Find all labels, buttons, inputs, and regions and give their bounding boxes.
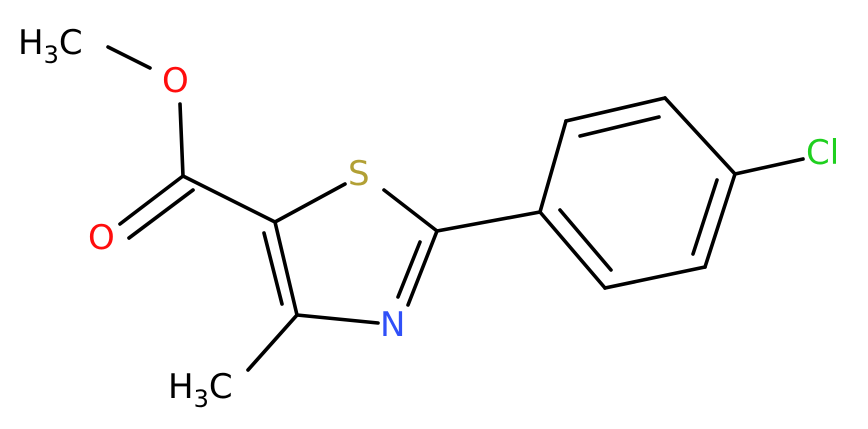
bond-benzene-6 <box>538 210 607 290</box>
bond-benzene-3 <box>663 96 737 176</box>
methyl-bottom-label: H3C <box>168 367 233 413</box>
bond-carbonyl-double-a <box>118 174 185 226</box>
bond-c4-c5-a <box>273 220 299 317</box>
bond-benzene-4 <box>703 172 737 269</box>
atom-labels: H3C O O S N Cl H3C <box>18 23 839 413</box>
chlorine-label: Cl <box>806 133 839 173</box>
bond-benzene-inner-2 <box>691 178 719 256</box>
bond-methyl-ester-o <box>106 45 152 70</box>
bond-ester-o-carbonyl-c <box>178 102 185 178</box>
bond-c5-s <box>273 182 347 224</box>
bond-n-c4 <box>295 313 380 325</box>
bond-phenyl-cl <box>733 157 805 176</box>
bond-c4-c5-b <box>262 231 284 306</box>
bond-c2-n-a <box>406 229 439 307</box>
methyl-top-label: H3C <box>18 23 83 69</box>
sulfur-label: S <box>348 154 370 194</box>
bond-benzene-2 <box>564 96 667 123</box>
bond-benzene-inner-3 <box>558 208 613 272</box>
bond-benzene-1 <box>538 119 568 214</box>
bond-c2-phenyl <box>435 210 542 233</box>
nitrogen-label: N <box>380 305 405 345</box>
bond-c2-n-b <box>396 240 422 299</box>
bond-benzene-inner-1 <box>578 115 661 138</box>
ester-oxygen-label: O <box>162 61 189 101</box>
bond-carbonyl-c5 <box>181 174 277 224</box>
bond-layer <box>106 45 805 372</box>
bond-s-c2 <box>382 188 439 233</box>
bond-benzene-5 <box>603 265 707 290</box>
bond-c4-methyl <box>246 313 299 372</box>
carbonyl-oxygen-label: O <box>88 218 115 258</box>
bond-carbonyl-double-b <box>127 188 195 240</box>
